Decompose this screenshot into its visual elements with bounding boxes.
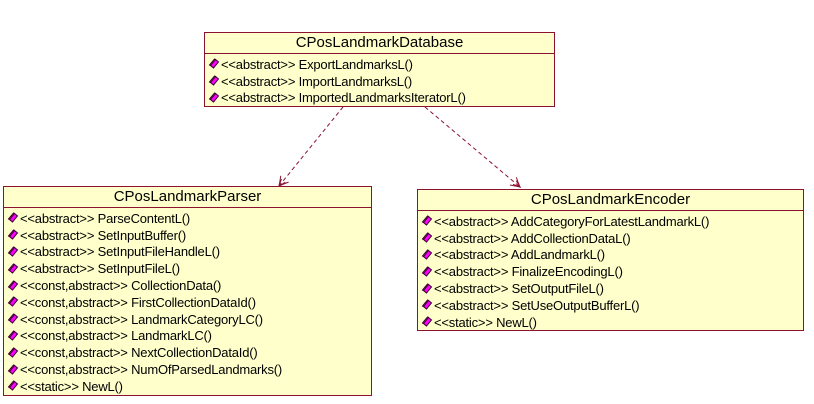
method-row: <<static>> NewL() <box>421 314 801 331</box>
method-row: <<abstract>> SetInputBuffer() <box>7 227 369 244</box>
method-label: <<abstract>> ImportLandmarksL() <box>221 73 413 89</box>
method-label: <<abstract>> SetInputBuffer() <box>20 227 186 243</box>
method-list-database: <<abstract>> ExportLandmarksL() <<abstra… <box>205 54 554 106</box>
method-label: <<abstract>> SetUseOutputBufferL() <box>434 297 640 313</box>
method-row: <<const,abstract>> NextCollectionDataId(… <box>7 344 369 361</box>
method-row: <<abstract>> AddCollectionDataL() <box>421 230 801 247</box>
class-title-parser: CPosLandmarkParser <box>4 187 371 208</box>
method-label: <<const,abstract>> NextCollectionDataId(… <box>20 345 258 361</box>
method-row: <<const,abstract>> LandmarkCategoryLC() <box>7 311 369 328</box>
method-label: <<const,abstract>> FirstCollectionDataId… <box>20 294 256 310</box>
operation-icon <box>7 246 19 258</box>
method-label: <<const,abstract>> CollectionData() <box>20 278 222 294</box>
method-label: <<const,abstract>> NumOfParsedLandmarks(… <box>20 362 283 378</box>
method-list-encoder: <<abstract>> AddCategoryForLatestLandmar… <box>418 211 803 331</box>
operation-icon <box>7 296 19 308</box>
operation-icon <box>7 229 19 241</box>
operation-icon <box>7 363 19 376</box>
method-row: <<abstract>> FinalizeEncodingL() <box>421 263 801 280</box>
class-title-database: CPosLandmarkDatabase <box>205 33 554 54</box>
method-row: <<abstract>> ParseContentL() <box>7 210 369 227</box>
method-row: <<abstract>> ImportLandmarksL() <box>208 73 552 90</box>
method-label: <<static>> NewL() <box>434 314 537 330</box>
operation-icon <box>7 330 19 342</box>
method-label: <<static>> NewL() <box>20 378 123 394</box>
method-label: <<abstract>> ParseContentL() <box>20 210 191 226</box>
method-row: <<static>> NewL() <box>7 378 369 395</box>
operation-icon <box>7 263 19 275</box>
method-label: <<const,abstract>> LandmarkCategoryLC() <box>20 311 263 327</box>
method-row: <<abstract>> ExportLandmarksL() <box>208 56 552 73</box>
operation-icon <box>7 212 19 224</box>
method-row: <<abstract>> SetInputFileHandleL() <box>7 244 369 261</box>
method-row: <<const,abstract>> CollectionData() <box>7 277 369 294</box>
operation-icon <box>421 232 433 244</box>
method-label: <<abstract>> SetInputFileHandleL() <box>20 244 220 260</box>
operation-icon <box>421 249 433 261</box>
class-title-encoder: CPosLandmarkEncoder <box>418 190 803 211</box>
method-row: <<abstract>> SetUseOutputBufferL() <box>421 297 801 314</box>
method-label: <<abstract>> AddCategoryForLatestLandmar… <box>434 213 710 229</box>
method-label: <<abstract>> FinalizeEncodingL() <box>434 264 623 280</box>
dashed-dependency-arrow-to-parser <box>278 106 344 188</box>
class-box-database: CPosLandmarkDatabase <<abstract>> Export… <box>204 32 555 107</box>
method-label: <<abstract>> AddLandmarkL() <box>434 247 605 263</box>
method-row: <<const,abstract>> FirstCollectionDataId… <box>7 294 369 311</box>
method-label: <<abstract>> AddCollectionDataL() <box>434 230 631 246</box>
method-list-parser: <<abstract>> ParseContentL() <<abstract>… <box>4 208 371 395</box>
operation-icon <box>208 58 220 70</box>
operation-icon <box>421 316 433 328</box>
method-label: <<abstract>> SetOutputFileL() <box>434 281 604 297</box>
dashed-dependency-arrow-to-encoder <box>424 106 522 188</box>
method-row: <<abstract>> ImportedLandmarksIteratorL(… <box>208 90 552 107</box>
method-row: <<const,abstract>> NumOfParsedLandmarks(… <box>7 361 369 378</box>
operation-icon <box>208 75 220 87</box>
method-label: <<abstract>> ExportLandmarksL() <box>221 56 413 72</box>
operation-icon <box>7 313 19 325</box>
operation-icon <box>421 299 433 311</box>
method-label: <<const,abstract>> LandmarkLC() <box>20 328 212 344</box>
method-row: <<abstract>> AddLandmarkL() <box>421 247 801 264</box>
method-label: <<abstract>> ImportedLandmarksIteratorL(… <box>221 90 466 106</box>
operation-icon <box>421 266 433 278</box>
class-box-encoder: CPosLandmarkEncoder <<abstract>> AddCate… <box>417 189 804 331</box>
operation-icon <box>208 92 220 104</box>
operation-icon <box>7 347 19 359</box>
method-row: <<abstract>> AddCategoryForLatestLandmar… <box>421 213 801 230</box>
operation-icon <box>7 279 19 292</box>
method-label: <<abstract>> SetInputFileL() <box>20 261 180 277</box>
operation-icon <box>421 282 433 295</box>
method-row: <<const,abstract>> LandmarkLC() <box>7 328 369 345</box>
operation-icon <box>7 380 19 392</box>
method-row: <<abstract>> SetInputFileL() <box>7 260 369 277</box>
operation-icon <box>421 215 433 227</box>
method-row: <<abstract>> SetOutputFileL() <box>421 280 801 297</box>
class-box-parser: CPosLandmarkParser <<abstract>> ParseCon… <box>3 186 372 396</box>
